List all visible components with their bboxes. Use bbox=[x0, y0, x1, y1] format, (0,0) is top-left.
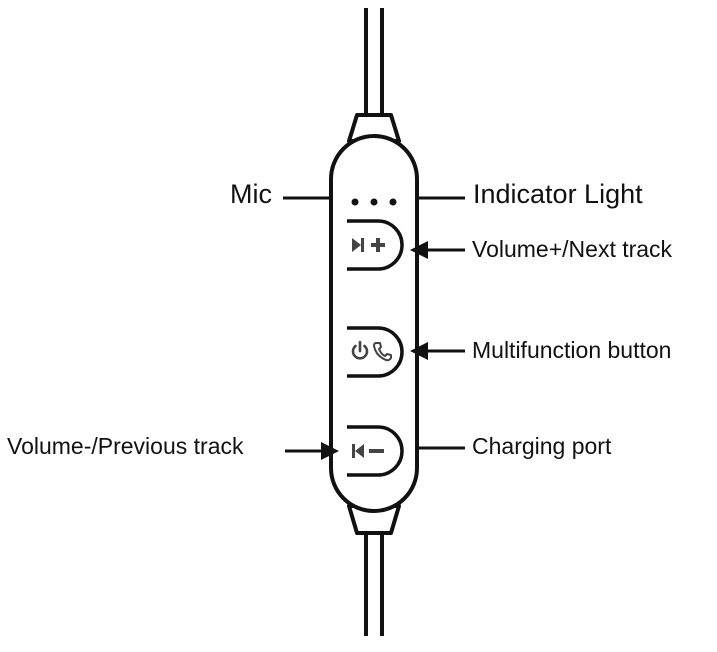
multifunction-button[interactable] bbox=[347, 326, 404, 378]
volume-plus-arrow bbox=[410, 241, 465, 259]
phone-icon bbox=[373, 342, 392, 362]
volume-plus-label: Volume+/Next track bbox=[472, 236, 673, 262]
power-icon bbox=[351, 340, 369, 360]
plus-icon bbox=[371, 238, 385, 252]
minus-icon bbox=[369, 449, 384, 453]
indicator-light-label: Indicator Light bbox=[473, 179, 643, 209]
previous-track-icon bbox=[352, 444, 364, 458]
mic-label: Mic bbox=[230, 179, 272, 209]
volume-minus-label: Volume-/Previous track bbox=[7, 433, 244, 459]
cable-top bbox=[364, 8, 384, 118]
multifunction-arrow bbox=[410, 342, 465, 360]
charging-port-label: Charging port bbox=[472, 433, 612, 459]
top-strain-relief bbox=[347, 113, 401, 143]
volume-minus-arrow bbox=[285, 442, 339, 460]
next-track-icon bbox=[352, 238, 364, 252]
multifunction-label: Multifunction button bbox=[472, 337, 672, 363]
indicator-dots bbox=[351, 198, 397, 206]
cable-bottom bbox=[364, 530, 384, 636]
